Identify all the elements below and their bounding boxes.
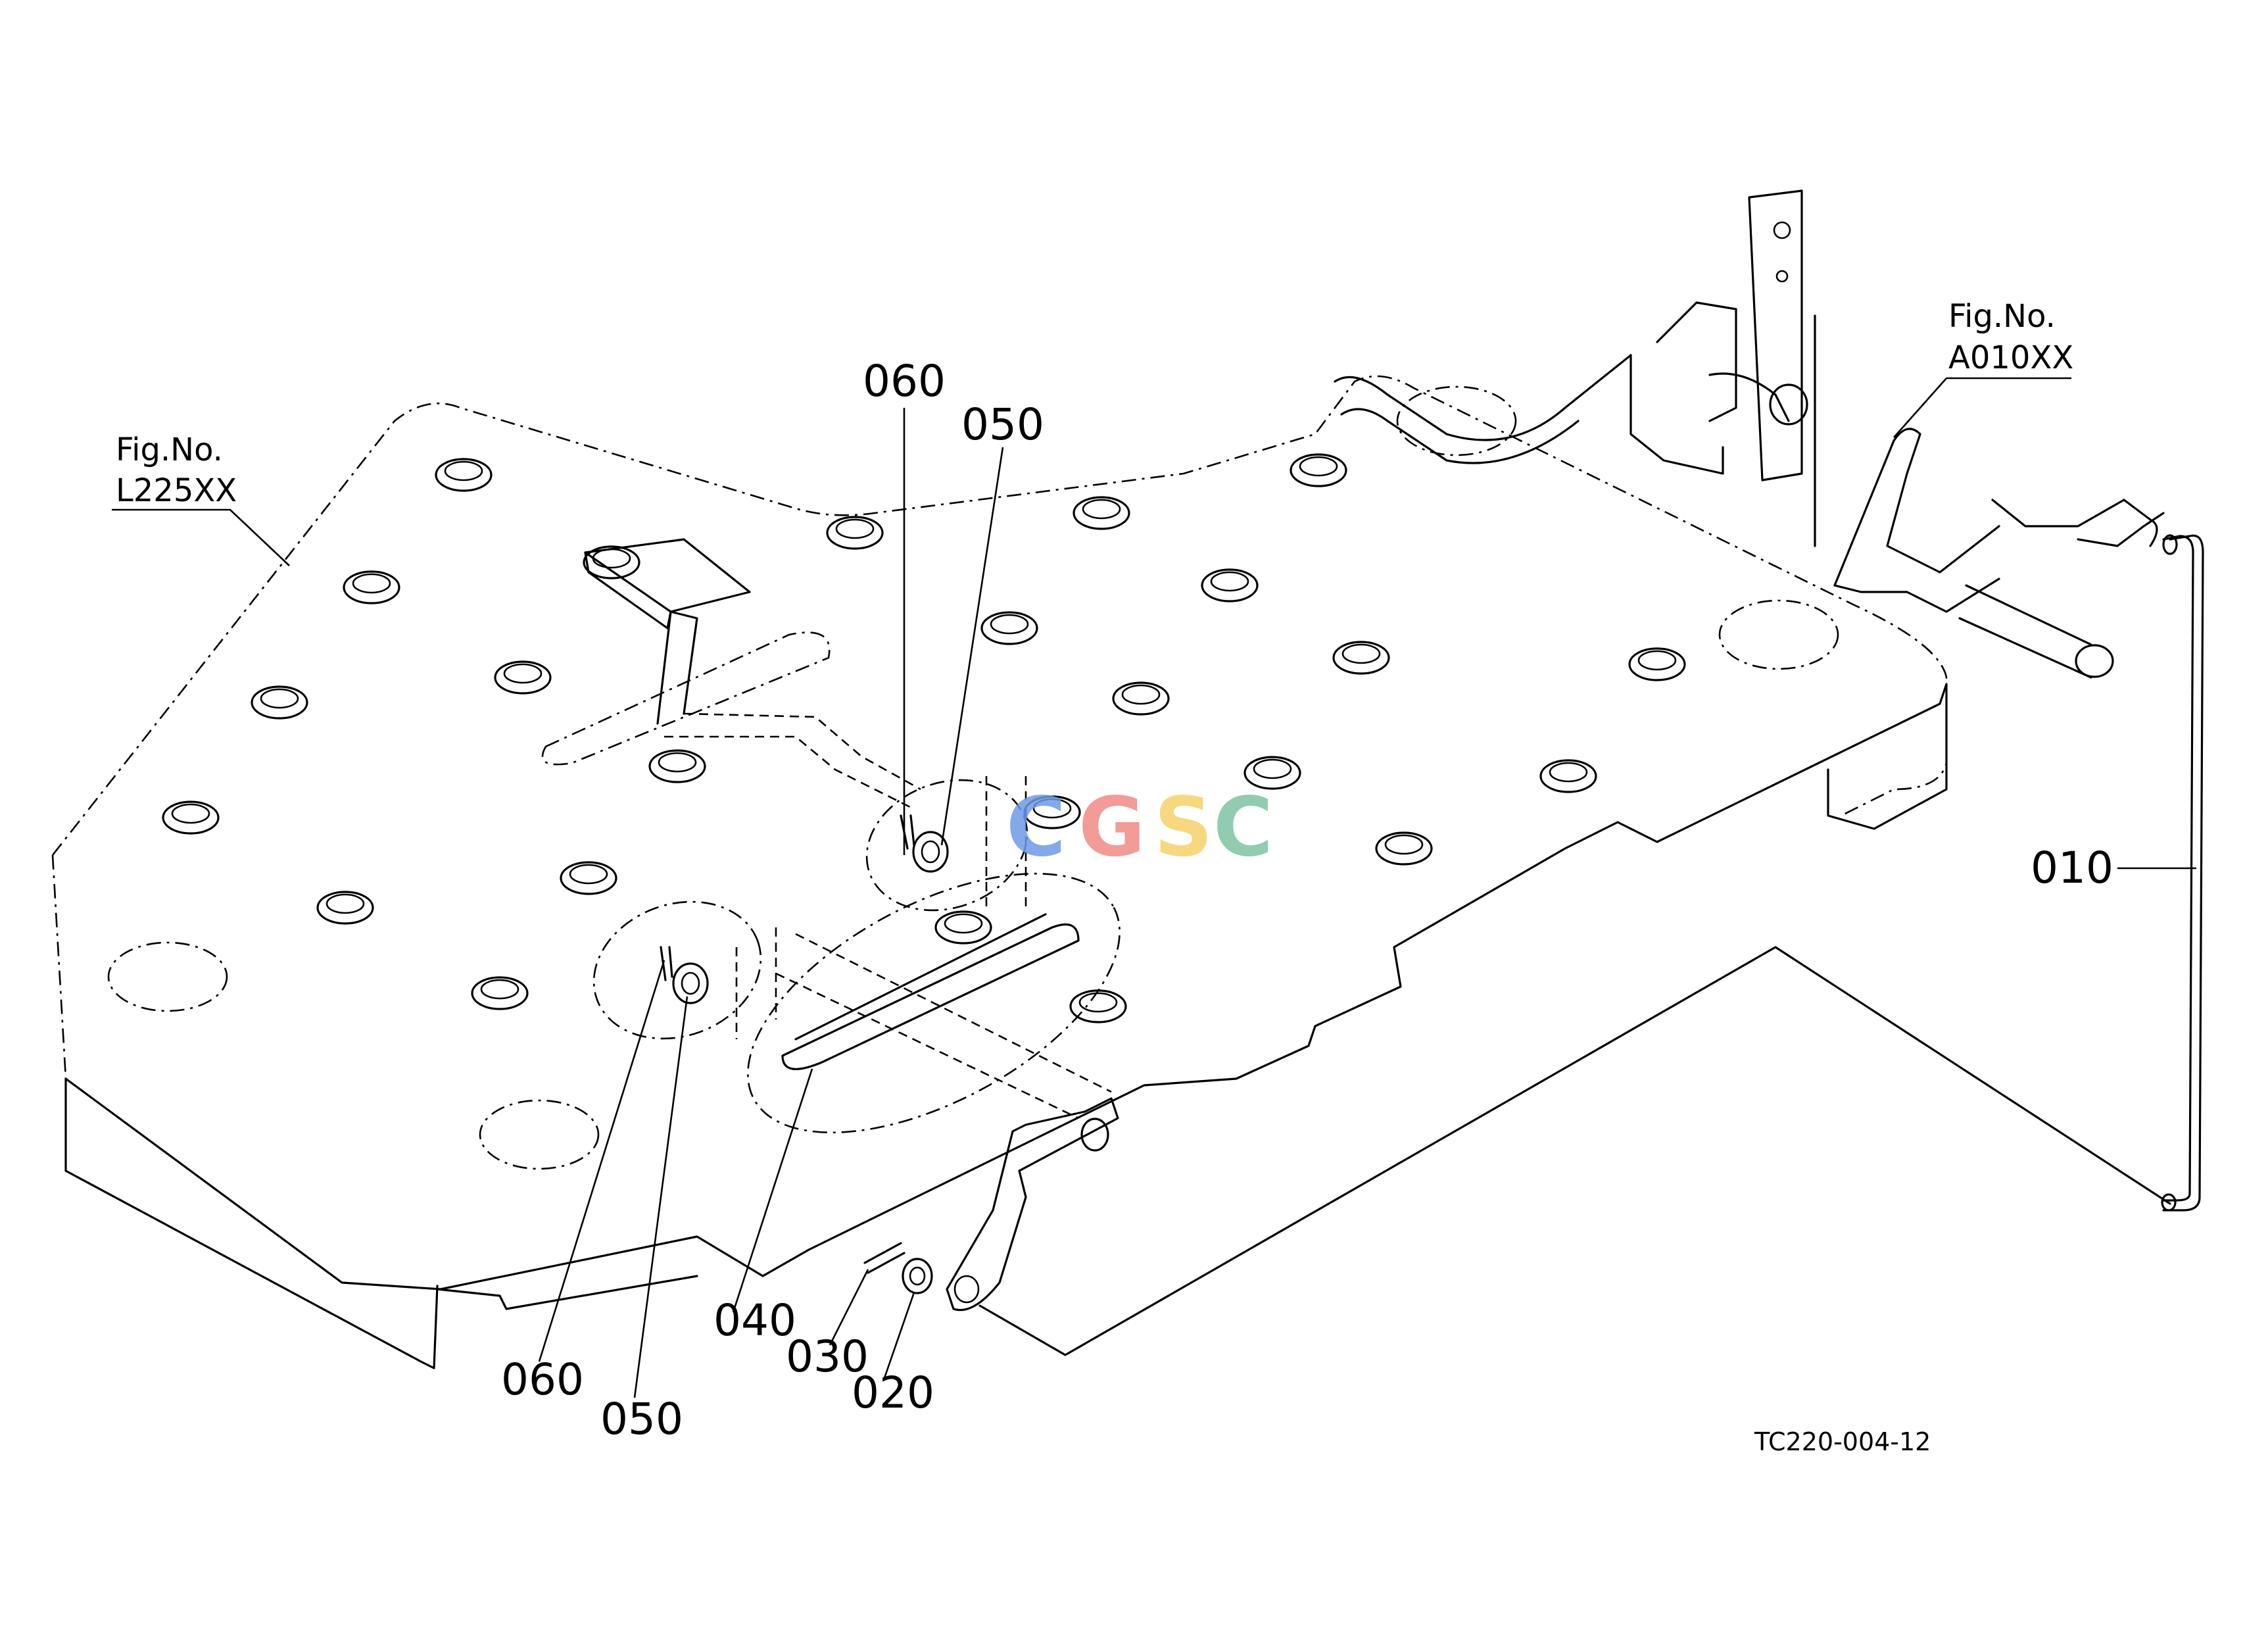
guide-rod-040 xyxy=(781,913,1080,1070)
boss xyxy=(1290,453,1347,487)
part-label-060-upper: 060 xyxy=(863,356,946,406)
hardware xyxy=(660,814,949,1294)
fig-ref-right-line2: A010XX xyxy=(1948,339,2073,376)
boss xyxy=(316,891,374,925)
boss xyxy=(648,749,706,783)
boss xyxy=(1073,496,1130,530)
boss xyxy=(435,458,493,492)
part-labels: 060 050 010 040 030 020 060 050 xyxy=(501,356,2113,1444)
figure-reference-left: Fig.No. L225XX xyxy=(116,431,237,509)
part-label-020: 020 xyxy=(852,1367,934,1418)
watermark-letter-c1: C xyxy=(1006,780,1066,875)
shaft-assembly xyxy=(1334,189,1816,547)
boss xyxy=(494,660,552,695)
leader-lines xyxy=(112,377,2196,1398)
boss xyxy=(1243,756,1301,790)
fig-ref-left-line2: L225XX xyxy=(116,472,237,509)
boss xyxy=(560,861,617,895)
lever-arm-right xyxy=(1833,428,2165,679)
boss xyxy=(1332,641,1390,675)
boss xyxy=(934,910,992,945)
figure-reference-right: Fig.No. A010XX xyxy=(1948,298,2073,376)
watermark-letter-c2: C xyxy=(1213,780,1273,875)
boss xyxy=(1069,989,1127,1023)
drawing-code: TC220-004-12 xyxy=(1754,1427,1931,1456)
boss xyxy=(1375,831,1433,866)
plate-holes xyxy=(107,385,1839,1170)
boss xyxy=(162,800,220,835)
pedal-slot xyxy=(541,538,831,766)
boss xyxy=(980,611,1038,645)
rod-010 xyxy=(2161,534,2204,1212)
boss xyxy=(1023,795,1081,829)
watermark-logo: C G S C xyxy=(1006,780,1273,875)
plate-bosses xyxy=(162,453,1686,1023)
boss xyxy=(343,570,400,604)
part-label-050-upper: 050 xyxy=(961,399,1044,450)
part-label-040: 040 xyxy=(713,1295,796,1346)
part-label-010: 010 xyxy=(2031,843,2113,893)
front-lever xyxy=(946,946,2171,1356)
boss xyxy=(1112,681,1170,716)
part-label-050-lower: 050 xyxy=(600,1394,683,1444)
watermark-letter-s: S xyxy=(1154,780,1213,875)
fig-ref-left-line1: Fig.No. xyxy=(116,431,223,468)
part-label-060-lower: 060 xyxy=(501,1354,584,1405)
hidden-linkage xyxy=(664,712,1112,1119)
floor-plate xyxy=(51,375,1948,1369)
fig-ref-right-line1: Fig.No. xyxy=(1948,298,2056,335)
boss xyxy=(1539,759,1597,793)
boss xyxy=(251,685,308,720)
boss xyxy=(471,976,529,1010)
part-label-030: 030 xyxy=(786,1331,869,1382)
boss xyxy=(1201,568,1259,602)
detail-ellipses xyxy=(592,779,1121,1134)
boss xyxy=(1628,647,1686,681)
boss xyxy=(826,516,884,550)
watermark-letter-g: G xyxy=(1078,780,1146,875)
